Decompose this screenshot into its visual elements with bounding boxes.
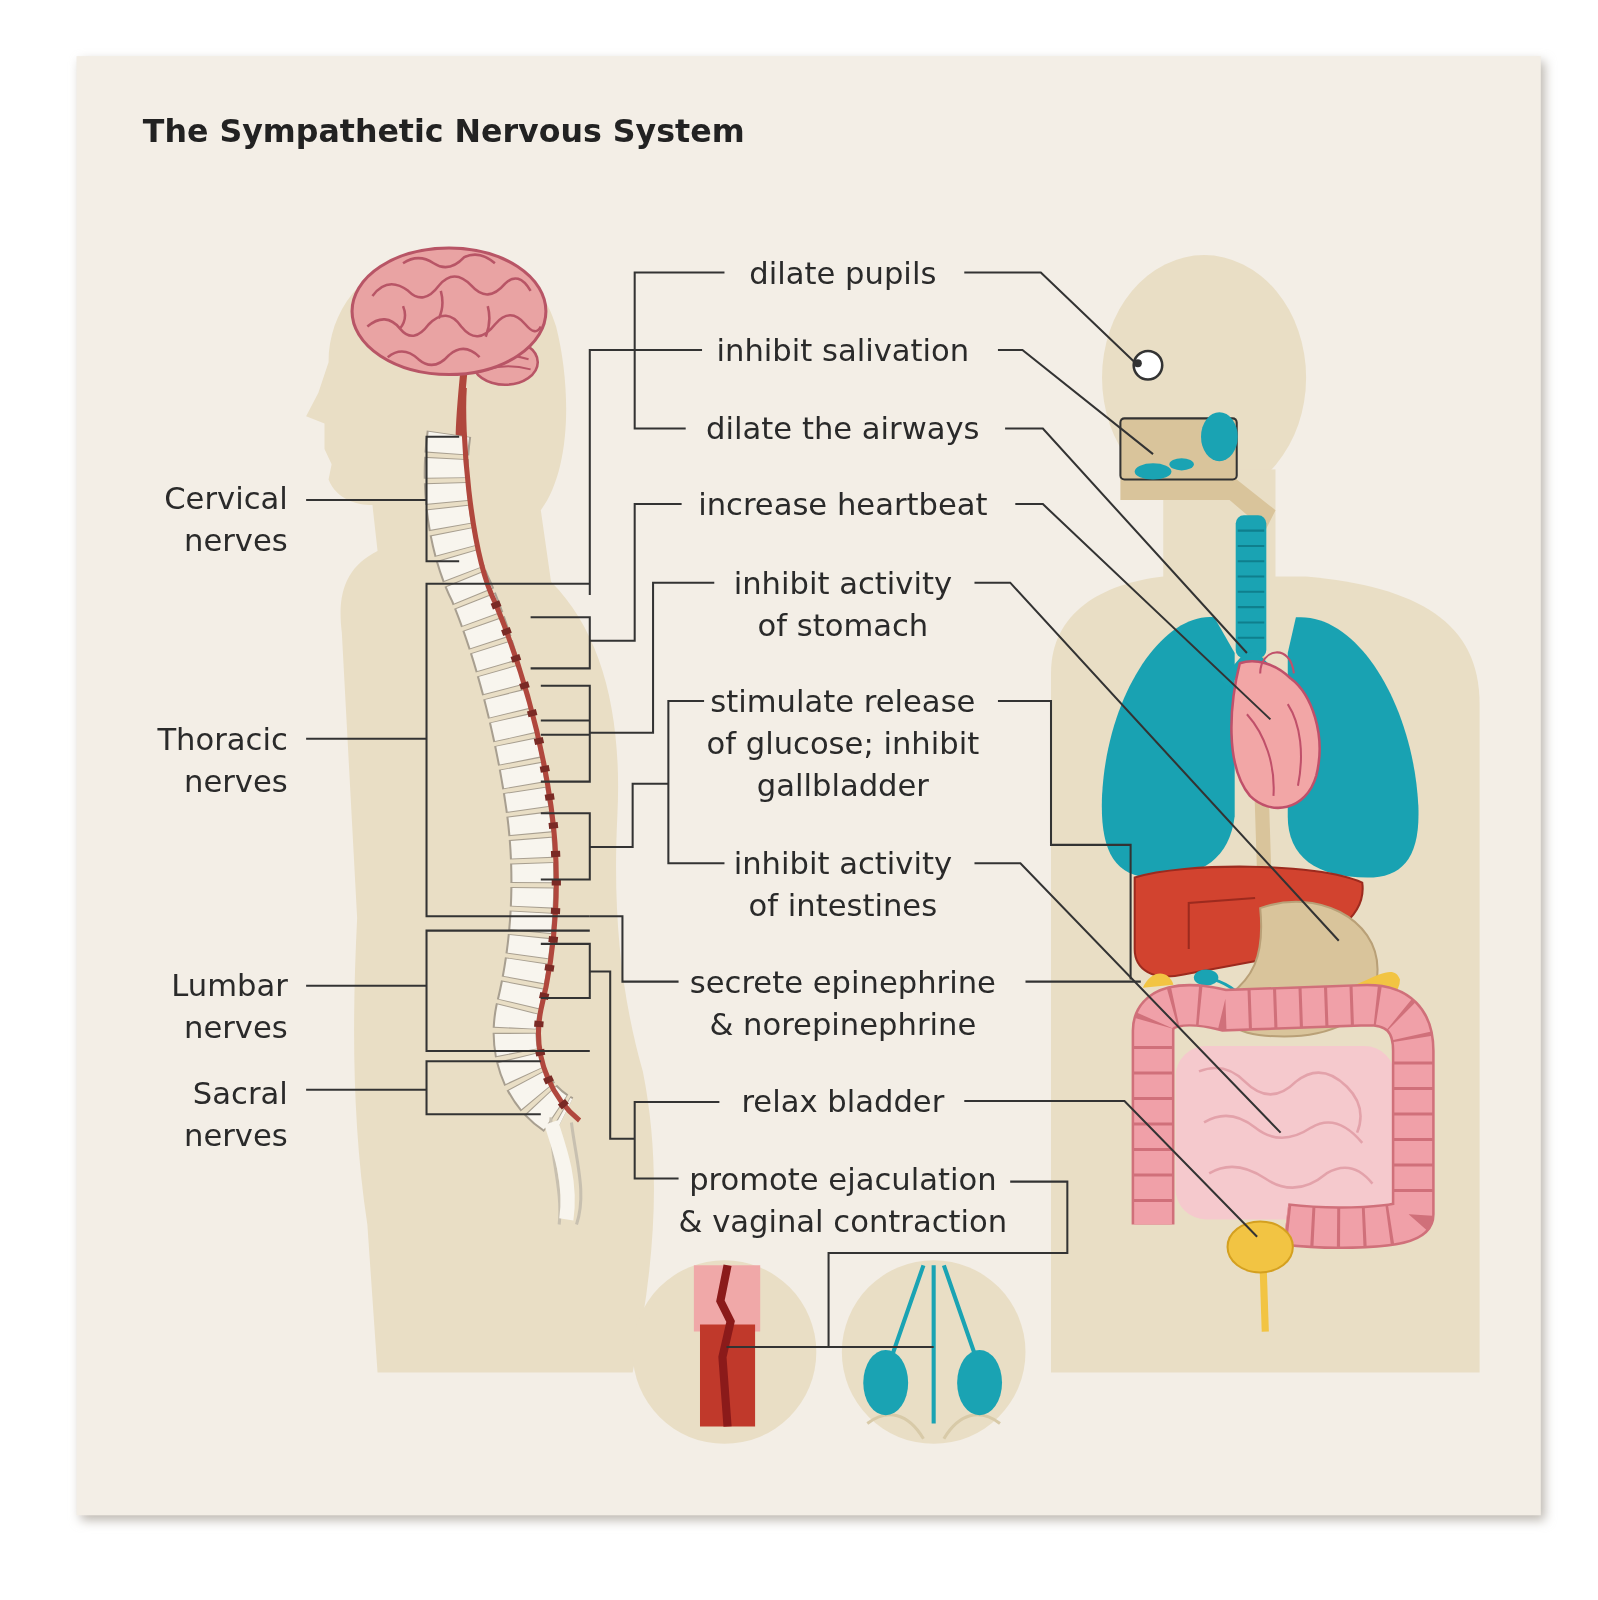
pupil — [1134, 359, 1142, 367]
left-lung — [1102, 617, 1235, 877]
lumbar-segment-box — [541, 944, 590, 998]
spinal-column — [446, 388, 581, 1225]
organ-effect-label: inhibit activity of stomach — [723, 562, 963, 646]
liver-leader — [998, 701, 1131, 980]
intestine-loops — [1199, 1068, 1372, 1188]
liver-lobe-line — [1189, 898, 1255, 949]
spinal-region-label: Cervical nerves — [135, 477, 288, 561]
heart-segment-box — [531, 617, 590, 668]
lumbar-bracket — [427, 931, 590, 1051]
urethra — [1263, 1270, 1265, 1331]
heart — [1231, 661, 1319, 808]
small-intestine — [1176, 1046, 1395, 1219]
cervical-leader — [306, 499, 426, 501]
coccyx — [551, 1117, 581, 1224]
sympathetic-ganglia — [495, 602, 580, 1120]
gallbladder — [1194, 969, 1218, 985]
spinal-region-label: Lumbar nerves — [135, 964, 288, 1048]
spinal-cord — [464, 388, 580, 1121]
thoracic-leader — [306, 738, 426, 740]
side-silhouette — [306, 250, 654, 1372]
inset-leader — [727, 1346, 934, 1348]
large-intestine-outline — [1153, 1005, 1413, 1227]
organ-effect-label: dilate pupils — [659, 252, 1026, 294]
stomach-organ-leader — [974, 583, 1338, 941]
stomach-leader — [590, 583, 714, 733]
pupils-airways-bracket — [635, 272, 725, 428]
trachea — [1236, 515, 1267, 658]
organ-effect-label: inhibit activity of intestines — [723, 842, 963, 926]
trachea-rings — [1238, 531, 1265, 638]
poster-background — [77, 56, 1541, 1515]
heart-leader — [1015, 504, 1270, 719]
large-intestine — [1153, 1005, 1413, 1227]
pupil-leader — [964, 272, 1134, 362]
heartbeat-leader — [590, 504, 682, 641]
bladder — [1228, 1221, 1293, 1272]
sacrum — [551, 1122, 568, 1219]
bladder-leader — [964, 1101, 1257, 1237]
organ-effect-label: secrete epinephrine & norepinephrine — [682, 961, 1003, 1045]
abdominal-segment-box — [541, 813, 590, 879]
male-inset — [842, 1260, 1026, 1444]
female-inset — [633, 1260, 817, 1444]
sacral-bracket — [427, 1061, 541, 1114]
spinal-region-label: Sacral nerves — [135, 1072, 288, 1156]
brain-gyri — [367, 255, 540, 365]
right-testis — [957, 1350, 1002, 1415]
intestine-leader — [974, 863, 1280, 1132]
eye — [1134, 351, 1163, 380]
organ-effect-label: inhibit salivation — [659, 329, 1026, 371]
organ-effect-label: promote ejaculation & vaginal contractio… — [675, 1158, 1011, 1242]
cerebrum — [352, 248, 546, 375]
organs — [1102, 351, 1419, 1332]
adrenal-leader — [1026, 981, 1141, 983]
organ-effect-label: increase heartbeat — [659, 483, 1026, 525]
organ-effect-label: stimulate release of glucose; inhibit ga… — [700, 680, 986, 806]
salivary-leader — [998, 350, 1153, 454]
cervical-bracket — [427, 437, 460, 561]
organ-effect-label: dilate the airways — [659, 407, 1026, 449]
organ-effect-label: relax bladder — [659, 1080, 1026, 1122]
pelvic-leader — [590, 971, 635, 1138]
genital-insets — [633, 1260, 1026, 1444]
stomach-segment-box — [541, 686, 590, 782]
abdominal-leader — [590, 784, 669, 847]
diagram-title: The Sympathetic Nervous System — [143, 112, 745, 149]
leader-lines-left — [306, 272, 724, 1178]
salivation-leader — [590, 350, 702, 595]
brain — [352, 248, 546, 439]
lumbar-leader — [306, 985, 426, 987]
airway-leader — [1005, 429, 1247, 653]
thoracic-bracket — [427, 584, 590, 917]
mouth-cavity — [1120, 418, 1275, 530]
heart-vessels — [1247, 652, 1301, 796]
spinal-region-label: Thoracic nerves — [135, 718, 288, 802]
adrenal-gland — [1143, 974, 1174, 988]
submandibular-gland — [1169, 458, 1193, 470]
sublingual-gland — [1135, 463, 1172, 479]
parotid-gland — [1201, 412, 1238, 461]
left-testis — [863, 1350, 908, 1415]
sacral-leader — [306, 1089, 426, 1091]
